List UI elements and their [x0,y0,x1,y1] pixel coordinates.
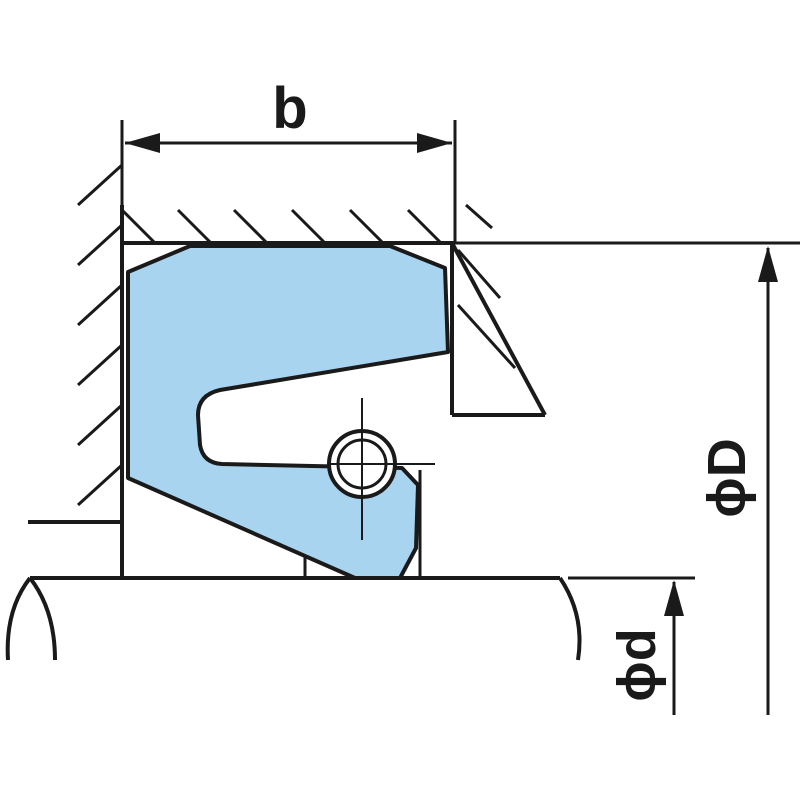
dimension-D [455,241,800,715]
label-b: b [272,76,307,141]
garter-spring [327,398,435,540]
D-arrow-top [758,246,778,282]
shaft [5,470,582,661]
shaft-right-break [558,576,582,661]
d-arrow-top [664,580,684,616]
housing-hatching-top [120,203,517,370]
housing-hatching-left [76,163,124,507]
shaft-left-break [5,576,32,661]
shaft-left-break-inner [28,576,57,661]
seal-body [126,244,450,580]
b-arrow-left [125,133,160,153]
dimension-d [568,576,695,715]
b-arrow-right [417,133,452,153]
housing [28,163,547,580]
housing-chamfer-diagonal [450,242,547,416]
dimension-b [120,120,457,243]
label-phi-D: ϕD [697,438,757,517]
label-phi-d: ϕd [607,628,667,701]
